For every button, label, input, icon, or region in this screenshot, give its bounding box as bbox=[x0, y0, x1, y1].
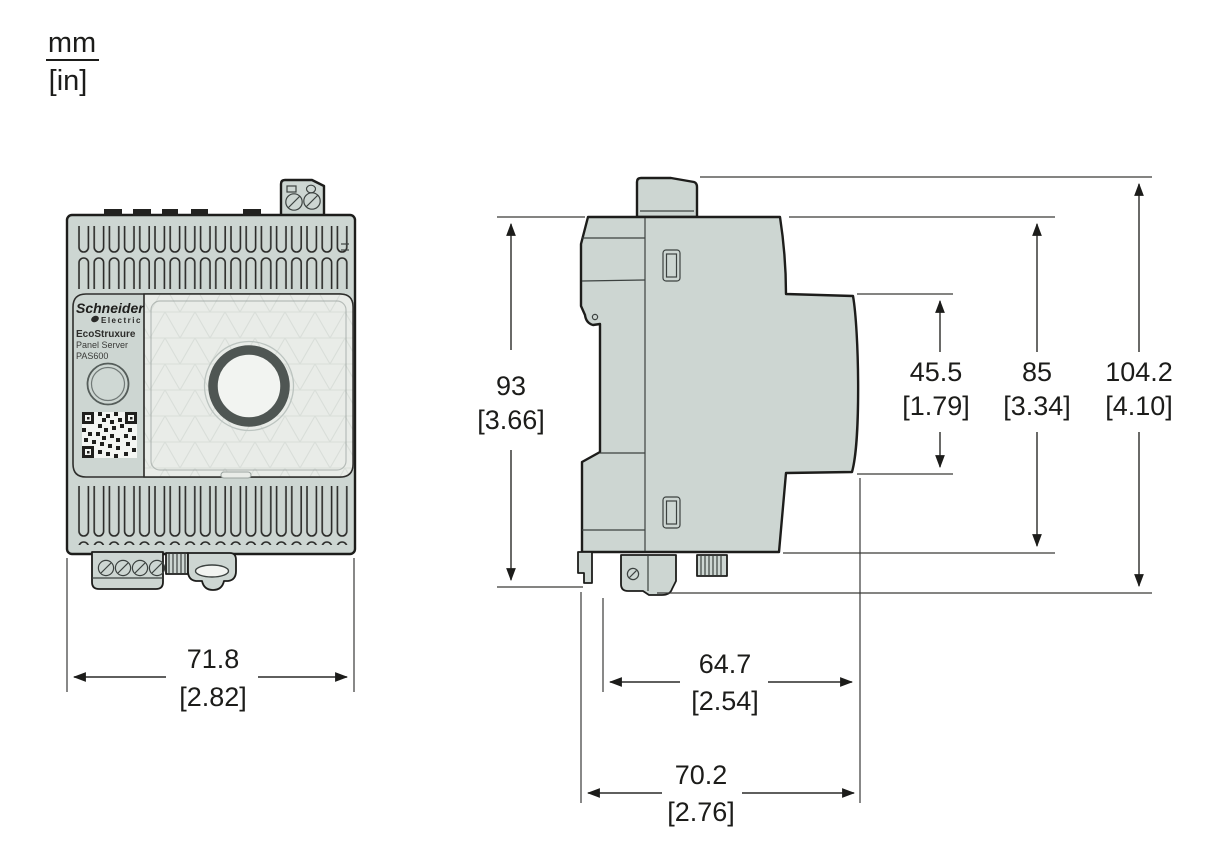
side-dimensions: 93 [3.66] 45.5 [1.79] 85 [3.34] bbox=[477, 176, 1173, 827]
dim-height-rail: 93 [3.66] bbox=[477, 216, 585, 588]
front-view: Schneider Electric EcoStruxure Panel Ser… bbox=[65, 178, 357, 712]
front-top-edge-ticks bbox=[104, 209, 261, 216]
dim-depth-rail-in: [2.54] bbox=[691, 686, 759, 716]
side-bottom-connector bbox=[620, 554, 677, 596]
dim-total-height-in: [4.10] bbox=[1105, 391, 1173, 421]
dim-depth-rail-mm: 64.7 bbox=[699, 649, 752, 679]
schneider-leaf-icon bbox=[91, 315, 99, 323]
dim-body-height: 85 [3.34] bbox=[783, 216, 1071, 554]
dim-front-face-height-in: [1.79] bbox=[902, 391, 970, 421]
terminal-screws bbox=[285, 192, 321, 211]
brand-block: Schneider Electric EcoStruxure Panel Ser… bbox=[76, 300, 145, 361]
product-pas600-label: PAS600 bbox=[76, 351, 108, 361]
front-antenna-connector bbox=[165, 552, 237, 591]
units-in-label: [in] bbox=[49, 65, 88, 97]
side-internal-details bbox=[581, 218, 681, 551]
dim-front-face-height-mm: 45.5 bbox=[910, 357, 963, 387]
wireless-pad bbox=[203, 340, 295, 432]
units-mm-label: mm bbox=[48, 27, 96, 59]
dim-depth-total: 70.2 [2.76] bbox=[580, 478, 861, 827]
dim-body-height-in: [3.34] bbox=[1003, 391, 1071, 421]
dim-total-height: 104.2 [4.10] bbox=[657, 176, 1173, 594]
dim-front-width: 71.8 [2.82] bbox=[66, 558, 355, 712]
dim-depth-total-mm: 70.2 bbox=[675, 760, 728, 790]
dim-body-height-mm: 85 bbox=[1022, 357, 1052, 387]
brand-schneider-label: Schneider bbox=[76, 300, 145, 316]
touch-panel-inner-border bbox=[150, 300, 347, 471]
side-top-terminal bbox=[635, 176, 699, 219]
dim-front-width-in: [2.82] bbox=[179, 682, 247, 712]
dim-height-rail-in: [3.66] bbox=[477, 405, 545, 435]
side-enclosure-body bbox=[579, 215, 860, 554]
din-rail-clip bbox=[577, 551, 593, 584]
front-top-terminal bbox=[279, 178, 326, 219]
dim-depth-rail: 64.7 [2.54] bbox=[602, 598, 854, 716]
function-button bbox=[86, 362, 130, 406]
dim-front-face-height: 45.5 [1.79] bbox=[857, 293, 970, 475]
product-ecostruxure-label: EcoStruxure bbox=[76, 329, 136, 340]
dim-front-width-mm: 71.8 bbox=[187, 644, 240, 674]
dim-height-rail-mm: 93 bbox=[496, 371, 526, 401]
side-antenna-connector bbox=[696, 554, 728, 577]
front-bottom-terminal bbox=[91, 551, 166, 590]
dim-depth-total-in: [2.76] bbox=[667, 797, 735, 827]
ventilation-slots-top bbox=[77, 226, 349, 289]
dim-total-height-mm: 104.2 bbox=[1105, 357, 1173, 387]
terminal-slot-detail bbox=[286, 185, 297, 193]
ventilation-slots-bottom bbox=[77, 486, 349, 545]
qr-code-icon bbox=[82, 412, 137, 458]
product-panel-server-label: Panel Server bbox=[76, 340, 128, 350]
panel-bottom-notch bbox=[220, 471, 252, 479]
side-view bbox=[577, 176, 860, 596]
units-legend: mm [in] bbox=[46, 27, 99, 97]
brand-electric-label: Electric bbox=[101, 316, 142, 325]
